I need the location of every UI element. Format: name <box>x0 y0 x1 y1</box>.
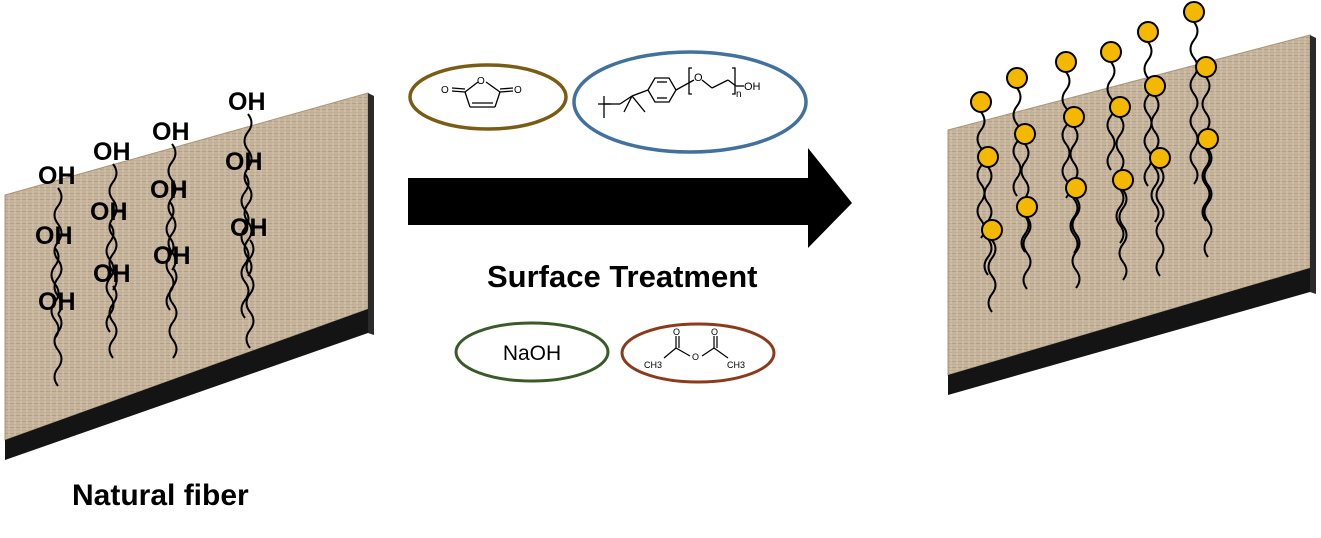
anhydride-carbonyl-oxygen-right: O <box>711 327 718 337</box>
acetic-anhydride-ellipse <box>620 322 776 384</box>
hydroxyl-label: OH <box>90 198 128 226</box>
grafted-chain <box>1155 167 1165 277</box>
hydroxyl-tail <box>108 163 118 291</box>
natural-fiber-caption: Natural fiber <box>72 479 249 512</box>
maleic-anhydride-reagent: O O O <box>408 63 568 131</box>
grafted-groups <box>970 1 1219 313</box>
grafted-group-head <box>1065 177 1087 199</box>
hydroxyl-tail <box>243 113 253 277</box>
naoh-label: NaOH <box>503 342 561 365</box>
triton-ether-oxygen: O <box>694 72 703 84</box>
hydroxyl-label: OH <box>225 148 263 176</box>
grafted-group-head <box>1014 123 1036 145</box>
grafted-chain <box>1106 61 1116 171</box>
grafted-group-head <box>1016 196 1038 218</box>
triton-structure-icon <box>598 67 744 118</box>
natural-fiber-slab <box>4 92 374 460</box>
grafted-chain <box>1022 216 1032 290</box>
surface-treatment-label: Surface Treatment <box>487 259 758 294</box>
grafted-chain <box>1118 189 1128 281</box>
anhydride-bridge-oxygen: O <box>692 352 699 362</box>
hydroxyl-label: OH <box>38 162 76 190</box>
process-arrow <box>408 148 852 248</box>
grafted-chain <box>976 111 986 239</box>
hydroxyl-label: OH <box>152 118 190 146</box>
acetic-anhydride-reagent: O O O CH3 CH3 <box>620 322 776 384</box>
grafted-chain <box>1012 87 1022 197</box>
grafted-group-head <box>1063 106 1085 128</box>
grafted-group-head <box>970 91 992 113</box>
fiber-slab-side-edge <box>368 93 374 335</box>
acetic-anhydride-structure-icon <box>663 336 729 359</box>
hydroxyl-groups: OH OH OH OH OH OH OH OH OH OH OH OH <box>35 88 268 387</box>
hydroxyl-tail <box>245 239 255 349</box>
hydroxyl-label: OH <box>35 222 73 250</box>
triton-terminal-hydroxyl: OH <box>744 81 761 93</box>
grafted-chain <box>1071 197 1081 289</box>
grafted-group-head <box>1112 169 1134 191</box>
hydroxyl-label: OH <box>93 260 131 288</box>
maleic-carbonyl-oxygen-left: O <box>441 85 449 96</box>
hydroxyl-tail <box>53 313 63 387</box>
grafted-group-head <box>977 146 999 168</box>
hydroxyl-label: OH <box>93 138 131 166</box>
hydroxyl-tail <box>108 285 118 359</box>
hydroxyl-tail <box>50 247 60 339</box>
hydroxyl-label: OH <box>38 288 76 316</box>
grafted-chain <box>1189 21 1199 185</box>
maleic-ring-oxygen: O <box>477 76 485 87</box>
hydroxyl-label: OH <box>153 242 191 270</box>
triton-ellipse <box>572 50 808 154</box>
grafted-group-head <box>1183 1 1205 23</box>
grafted-group-head <box>1055 51 1077 73</box>
triton-reagent: O n OH <box>572 50 808 154</box>
triton-repeat-subscript: n <box>736 89 742 100</box>
grafted-group-head <box>1006 67 1028 89</box>
treated-slab-side-edge <box>1310 35 1316 294</box>
hydroxyl-tail <box>167 143 177 271</box>
grafted-group-head <box>1109 96 1131 118</box>
anhydride-methyl-right: CH3 <box>727 360 745 370</box>
grafted-chain <box>1203 148 1213 258</box>
hydroxyl-tail <box>168 267 178 359</box>
maleic-carbonyl-oxygen-right: O <box>514 85 522 96</box>
hydroxyl-tail <box>53 187 63 315</box>
maleic-anhydride-ellipse <box>408 63 568 131</box>
hydroxyl-label: OH <box>150 176 188 204</box>
anhydride-carbonyl-oxygen-left: O <box>673 327 680 337</box>
anhydride-methyl-left: CH3 <box>644 360 662 370</box>
grafted-group-head <box>1197 128 1219 150</box>
grafted-group-head <box>1149 147 1171 169</box>
naoh-ellipse <box>454 321 610 383</box>
grafted-group-head <box>1144 75 1166 97</box>
grafted-group-head <box>1137 21 1159 43</box>
fiber-slab-bottom-edge <box>5 309 368 460</box>
grafted-group-head <box>981 219 1003 241</box>
hydroxyl-label: OH <box>230 214 268 242</box>
treated-slab-bottom-edge <box>948 268 1310 395</box>
naoh-reagent: NaOH <box>454 321 610 383</box>
grafted-group-head <box>1195 56 1217 78</box>
treated-fiber-slab <box>947 34 1316 395</box>
hydroxyl-tail <box>240 173 250 319</box>
maleic-anhydride-structure-icon <box>451 81 514 108</box>
grafted-chain <box>1061 71 1071 199</box>
hydroxyl-label: OH <box>228 88 266 116</box>
grafted-group-head <box>1100 41 1122 63</box>
grafted-chain <box>987 239 997 313</box>
